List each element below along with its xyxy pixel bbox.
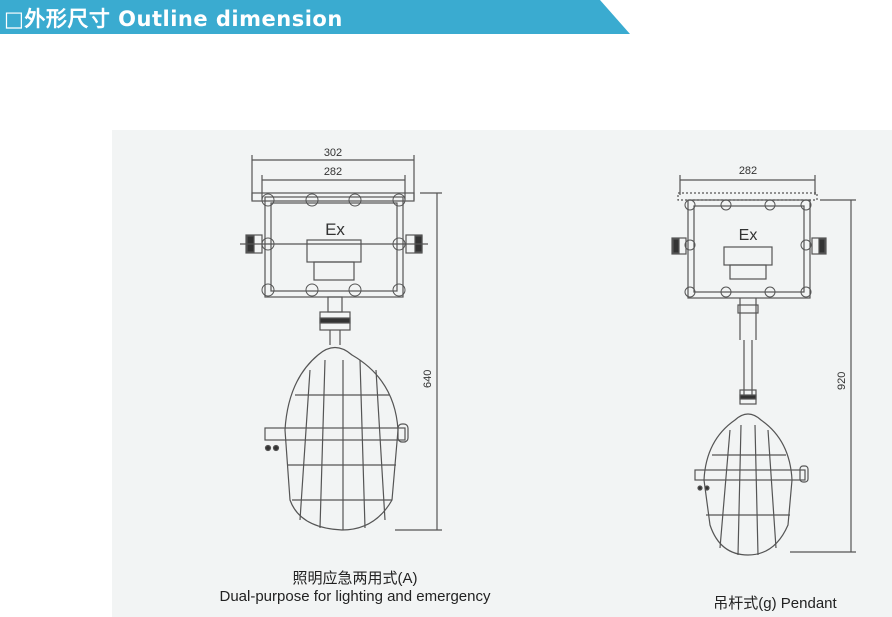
left-lamp-drawing: 302 282 Ex 640 [240, 147, 442, 531]
dim-height-label: 640 [422, 370, 434, 388]
section-header: □外形尺寸 Outline dimension [0, 0, 630, 34]
right-caption: 吊杆式(g) Pendant [713, 595, 837, 612]
dim-inner-label: 282 [324, 166, 342, 178]
dim-outer-label: 302 [324, 147, 342, 159]
ex-mark: Ex [325, 220, 345, 239]
left-caption-en: Dual-purpose for lighting and emergency [219, 588, 491, 605]
header-bar [0, 0, 630, 34]
ex-mark: Ex [739, 227, 758, 244]
drawing-sheet [112, 130, 892, 617]
dim-height-label: 920 [836, 372, 848, 390]
dim-width-label: 282 [739, 165, 757, 177]
right-lamp-drawing: 282 Ex 920 [671, 165, 856, 556]
left-caption-cn: 照明应急两用式(A) [292, 570, 418, 587]
section-title: □外形尺寸 Outline dimension [4, 7, 343, 31]
